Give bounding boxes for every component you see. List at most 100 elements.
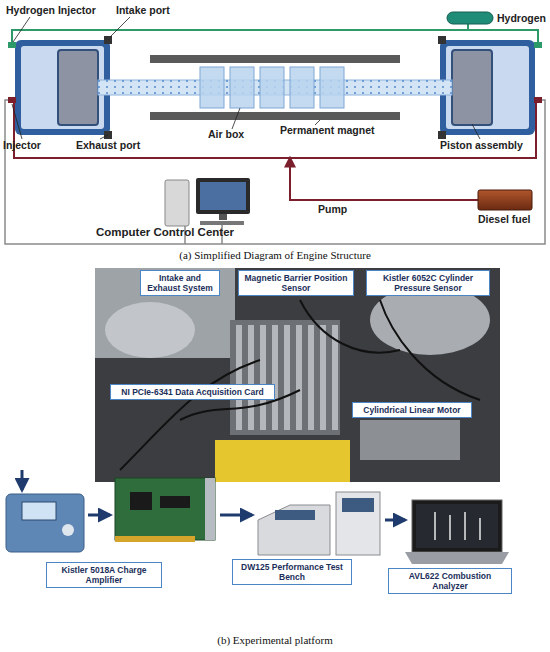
part-label: Exhaust port [76,139,140,151]
bench-console [258,505,330,555]
box-label: Kistler 5018A Charge Amplifier [51,565,157,585]
laptop-screen-frame [412,500,502,552]
label-box: Kistler 5018A Charge Amplifier [46,562,162,588]
intake-pipe [105,302,195,358]
hydrogen-injector [8,42,16,48]
hydrogen-tank [447,12,493,24]
test-bench [258,492,380,555]
flow-arrow [88,514,110,517]
air-box [200,67,344,108]
right-cylinder [438,36,542,139]
leader-line [232,108,240,129]
box-label: Kistler 6052C Cylinder Pressure Sensor [371,273,485,293]
flow-arrow [385,519,405,522]
air-box-cell [320,67,344,108]
fin [260,325,266,430]
laptop-screen [416,504,498,548]
box-label: NI PCIe-6341 Data Acquisition Card [115,387,270,397]
air-box-cell [230,67,254,108]
box-label: Magnetic Barrier Position Sensor [243,273,349,293]
diesel-injector [8,97,16,103]
card-bracket [205,478,215,540]
intake-pipe [95,268,235,358]
cylinder-chamber [21,46,104,129]
diesel-tank [478,190,532,210]
box-label: Intake and Exhaust System [145,273,215,293]
fin [296,325,302,430]
cylinder-body [440,40,535,135]
bench-cabinet [336,492,380,555]
plot-line [464,512,466,540]
magnets [150,55,400,120]
card-connector [115,536,195,542]
figure-caption: (a) Simplified Diagram of Engine Structu… [0,249,550,261]
fin [236,325,242,430]
bench-panel [275,510,315,520]
linear-motor-housing [360,420,460,460]
part-label: Permanent magnet [280,124,375,136]
exhaust-port [438,131,446,139]
box-label: AVL622 Combustion Analyzer [393,571,507,591]
plot-line [434,512,436,540]
label-box: DW125 Performance Test Bench [232,559,352,585]
permanent-magnet [150,55,400,63]
leader-lines [12,17,480,139]
leader-line [100,135,108,139]
flow-arrow [21,470,24,490]
circuit-board [115,478,215,540]
cable [300,300,400,353]
left-cylinder [8,36,112,139]
air-box-cell [260,67,284,108]
monitor-screen [200,182,246,210]
diesel-injector [534,97,542,103]
cylinder-chamber [446,46,529,129]
amplifier-knob [62,524,74,536]
air-box-cell [200,67,224,108]
computer [165,178,250,226]
label-box: Magnetic Barrier Position Sensor [238,270,354,296]
leader-line [472,124,480,139]
part-label: Pump [318,203,347,215]
figure-caption: (b) Experimental platform [0,634,550,646]
part-label: Air box [208,128,244,140]
label-box: Cylindrical Linear Motor [352,402,472,418]
bench-display [342,498,374,512]
leader-line [110,17,130,37]
fin [320,325,326,430]
piston [58,50,98,125]
charge-amplifier [6,494,84,552]
permanent-magnet [150,112,400,120]
laptop-base [405,552,509,564]
part-label: Intake port [116,4,170,16]
amplifier-body [6,494,84,552]
label-box: NI PCIe-6341 Data Acquisition Card [110,384,275,400]
part-label: Injector [3,139,41,151]
screen-plot [435,512,480,540]
daq-card [115,478,215,542]
cable [380,300,480,400]
part-label: Hydrogen [497,12,546,24]
engine-block [230,320,340,435]
keyboard [200,221,244,225]
plot-line [479,518,481,540]
chip [130,492,152,510]
yellow-base [215,440,350,482]
intake-port [104,36,112,44]
fin [308,325,314,430]
part-label: Diesel fuel [478,213,531,225]
label-box: Kistler 6052C Cylinder Pressure Sensor [366,270,490,296]
computer-tower [165,180,189,226]
plot-line [449,515,451,540]
amplifier-screen [22,502,56,520]
diesel-line [290,158,478,200]
fin [248,325,254,430]
label-box: AVL622 Combustion Analyzer [388,568,512,594]
fin [272,325,278,430]
fin [284,325,290,430]
monitor-stand [219,214,227,220]
box-label: DW125 Performance Test Bench [237,562,347,582]
piston [452,50,492,125]
combustion-analyzer [405,500,509,564]
part-label: Computer Control Center [96,226,234,238]
